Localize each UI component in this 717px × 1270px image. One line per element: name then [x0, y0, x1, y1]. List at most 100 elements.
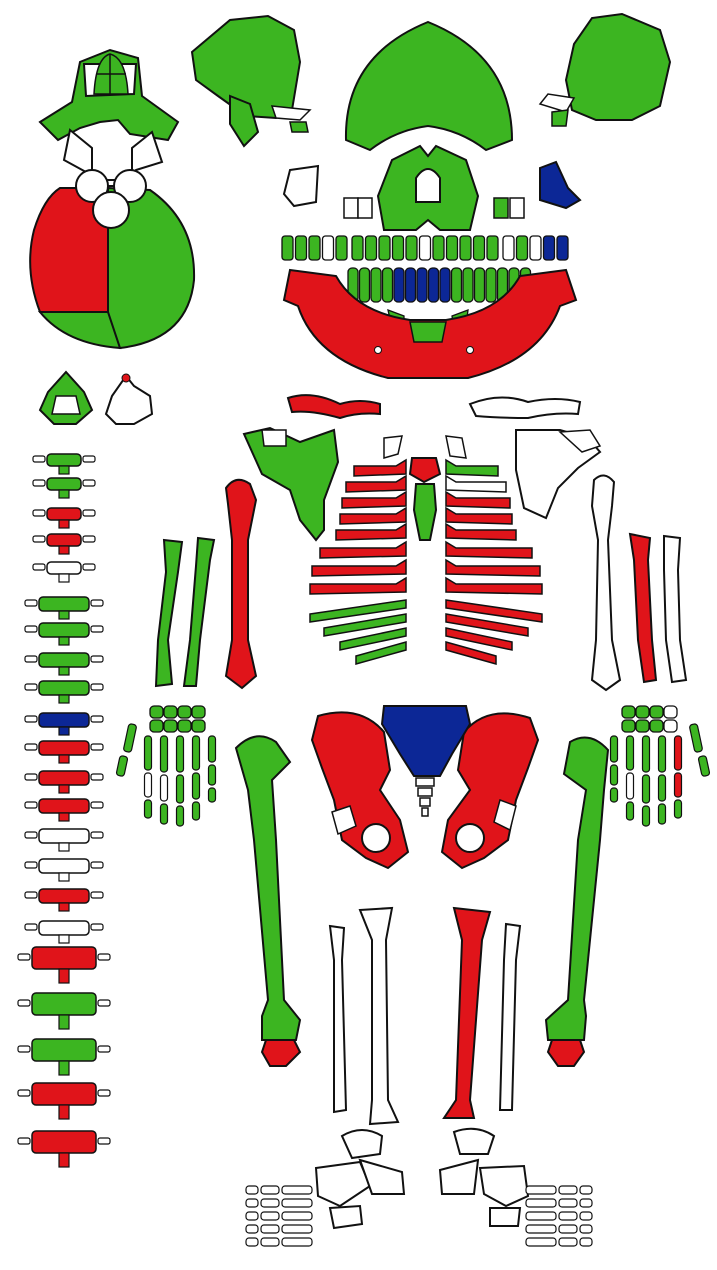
vertebra-6 [25, 597, 103, 619]
mental-foramen-left [375, 347, 382, 354]
right-femur [546, 738, 608, 1041]
vertebra-spinous-14 [59, 843, 69, 851]
right-finger-1-bone-2 [675, 773, 682, 797]
lower-tooth-7 [417, 268, 427, 302]
vertebra-body-21 [32, 1083, 96, 1105]
vertebra-body-18 [32, 947, 96, 969]
vertebra-1 [33, 454, 95, 474]
rib-1-left-head [384, 436, 402, 458]
right-mastoid [552, 110, 568, 126]
lower-tooth-6 [406, 268, 416, 302]
right-carpal-2 [650, 706, 663, 718]
vertebra-21 [18, 1083, 110, 1119]
right-finger-1-bone-3 [675, 800, 682, 818]
left-thumb-phalanx [116, 755, 128, 776]
vertebra-body-22 [32, 1131, 96, 1153]
vertebra-left-process-18 [18, 954, 30, 960]
vertebra-left-process-16 [25, 892, 37, 898]
sacrum [382, 706, 470, 776]
right-finger-3-bone-1 [643, 736, 650, 772]
posterior-ossicle-3 [93, 192, 129, 228]
vertebra-spinous-9 [59, 695, 69, 703]
upper-tooth-10 [406, 236, 417, 260]
upper-tooth-13 [447, 236, 458, 260]
coccyx-1 [416, 778, 434, 786]
right-finger-5-bone-1 [611, 736, 618, 762]
vertebra-body-15 [39, 859, 89, 873]
tooth-upper-w1 [344, 198, 358, 218]
lateral-skull-right [540, 14, 670, 126]
right-rib-7 [446, 560, 540, 576]
left-carpal-3 [178, 706, 191, 718]
vertebra-body-19 [32, 993, 96, 1015]
vertebra-10 [25, 713, 103, 735]
vertebra-right-process-1 [83, 456, 95, 462]
left-scapula [244, 428, 338, 540]
vertebra-right-process-10 [91, 716, 103, 722]
vertebra-body-14 [39, 829, 89, 843]
nasal-aperture [416, 169, 440, 202]
right-toe-1-bone-1 [526, 1186, 556, 1194]
vertebra-13 [25, 799, 103, 821]
left-toe-3-bone-1 [282, 1212, 312, 1220]
left-rib-1 [354, 460, 406, 476]
right-rib-6 [446, 542, 532, 558]
left-finger-5-bone-2 [209, 765, 216, 785]
left-toe-5-bone-1 [282, 1238, 312, 1246]
right-finger-4-bone-1 [627, 736, 634, 770]
left-finger-3-bone-3 [177, 806, 184, 826]
vertebra-spinous-7 [59, 637, 69, 645]
right-radius [630, 534, 656, 682]
left-clavicle [288, 395, 380, 418]
right-toe-2-bone-1 [526, 1199, 556, 1207]
frontal-bone [346, 22, 512, 150]
rib-1-right-head [446, 436, 466, 458]
vertebra-spinous-4 [59, 546, 69, 554]
frontal-skull [282, 22, 580, 378]
right-carpal-1 [664, 706, 677, 718]
upper-tooth-15 [474, 236, 485, 260]
right-carpal-6 [650, 720, 663, 732]
lower-tooth-5 [394, 268, 404, 302]
vertebra-19 [18, 993, 110, 1029]
vertebra-right-process-8 [91, 656, 103, 662]
left-toe-1-bone-2 [261, 1186, 279, 1194]
vertebra-spinous-13 [59, 813, 69, 821]
vertebra-body-2 [47, 478, 81, 490]
vertebra-left-process-1 [33, 456, 45, 462]
upper-tooth-20 [544, 236, 555, 260]
vertebra-left-process-2 [33, 480, 45, 486]
right-obturator [456, 824, 484, 852]
left-cuboid [330, 1206, 362, 1228]
vertebra-17 [25, 921, 103, 943]
vertebra-8 [25, 653, 103, 675]
lower-tooth-13 [486, 268, 496, 302]
right-finger-2-bone-2 [659, 775, 666, 801]
right-hand [611, 706, 710, 826]
left-toe-1-bone-1 [282, 1186, 312, 1194]
left-zygomatic-process [272, 106, 310, 120]
left-carpal-5 [150, 720, 163, 732]
right-fibula [500, 924, 520, 1110]
left-rib-5 [336, 524, 406, 540]
posterior-skull [30, 50, 194, 348]
vertebra-spinous-10 [59, 727, 69, 735]
vertebra-spinous-21 [59, 1105, 69, 1119]
left-obturator [362, 824, 390, 852]
left-carpal-7 [178, 720, 191, 732]
right-foot [440, 1129, 592, 1246]
left-fibula [330, 926, 346, 1112]
right-toe-4-bone-3 [580, 1225, 592, 1233]
left-finger-5-bone-1 [209, 736, 216, 762]
upper-tooth-19 [530, 236, 541, 260]
vertebra-body-12 [39, 771, 89, 785]
right-finger-5-bone-3 [611, 788, 618, 802]
vertebra-left-process-14 [25, 832, 37, 838]
vertebra-left-process-3 [33, 510, 45, 516]
vertebra-20 [18, 1039, 110, 1075]
right-finger-3-bone-3 [643, 806, 650, 826]
left-foot [246, 1130, 404, 1246]
right-finger-4-bone-2 [627, 773, 634, 799]
left-rib-4 [340, 508, 406, 524]
right-carpal-8 [622, 720, 635, 732]
